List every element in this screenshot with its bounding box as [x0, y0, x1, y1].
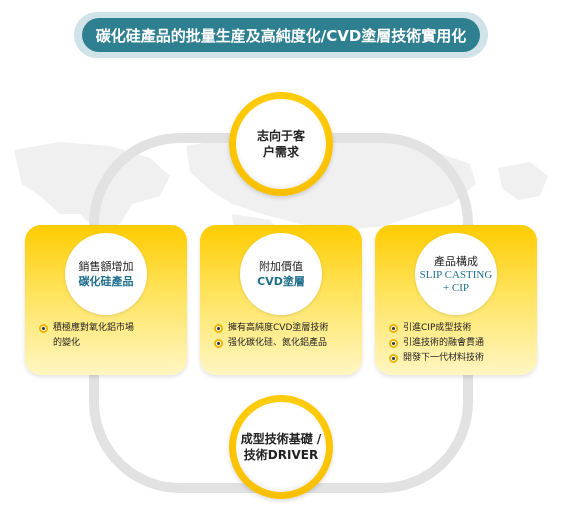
card-product-lineup-circle: 產品構成 SLIP CASTING + CIP	[415, 233, 497, 315]
bullet-icon	[389, 354, 398, 363]
bullet-icon	[214, 324, 223, 333]
title-banner-inner: 碳化硅產品的批量生産及高純度化/CVD塗層技術實用化	[82, 18, 480, 52]
technology-base-line2: 技術DRIVER	[243, 448, 319, 462]
card-product-lineup-title: 產品構成	[434, 254, 478, 268]
bullet-item: 積極應對氧化鋁市場	[39, 321, 181, 336]
bullet-text: 引進CIP成型技術	[403, 323, 472, 333]
bullet-icon	[39, 324, 48, 333]
technology-base-node: 成型技術基礎 / 技術DRIVER	[229, 395, 333, 499]
card-added-value-title: 附加價值	[259, 260, 303, 273]
bullet-icon	[214, 339, 223, 348]
customer-oriented-node-inner: 志向于客 户需求	[236, 99, 326, 189]
bullet-text: 擁有高純度CVD塗層技術	[228, 323, 329, 333]
bullet-icon	[389, 324, 398, 333]
title-banner: 碳化硅產品的批量生産及高純度化/CVD塗層技術實用化	[74, 12, 488, 58]
bullet-icon	[389, 339, 398, 348]
bullet-text: 强化碳化硅、氮化鋁產品	[228, 338, 328, 348]
bullet-text: 開發下一代材料技術	[403, 353, 485, 363]
card-added-value: 附加價值 CVD塗層 擁有高純度CVD塗層技術 强化碳化硅、氮化鋁產品	[200, 225, 362, 375]
bullet-item: 引進技術的融會貫通	[389, 336, 531, 351]
customer-oriented-line2: 户需求	[262, 145, 299, 159]
bullet-item: 開發下一代材料技術	[389, 351, 531, 366]
bullet-text: 積極應對氧化鋁市場	[53, 323, 135, 333]
customer-oriented-line1: 志向于客	[256, 129, 305, 143]
customer-oriented-node: 志向于客 户需求	[229, 92, 333, 196]
page-title: 碳化硅產品的批量生産及高純度化/CVD塗層技術實用化	[95, 26, 467, 45]
card-sales-increase-subtitle: 碳化硅產品	[78, 275, 134, 288]
bullet-item: 强化碳化硅、氮化鋁產品	[214, 336, 356, 351]
card-product-lineup-subtitle-line2: + CIP	[442, 281, 470, 294]
card-product-lineup: 產品構成 SLIP CASTING + CIP 引進CIP成型技術 引進技術的融…	[375, 225, 537, 375]
bullet-text: 的變化	[53, 338, 81, 348]
card-added-value-bullets: 擁有高純度CVD塗層技術 强化碳化硅、氮化鋁產品	[214, 321, 356, 351]
technology-base-node-inner: 成型技術基礎 / 技術DRIVER	[236, 402, 326, 492]
card-sales-increase-bullets: 積極應對氧化鋁市場 的變化	[39, 321, 181, 351]
card-product-lineup-subtitle-line1: SLIP CASTING	[419, 268, 493, 281]
card-sales-increase-title: 銷售額增加	[78, 260, 134, 273]
bullet-text: 引進技術的融會貫通	[403, 338, 485, 348]
card-added-value-subtitle: CVD塗層	[257, 275, 305, 288]
card-product-lineup-bullets: 引進CIP成型技術 引進技術的融會貫通 開發下一代材料技術	[389, 321, 531, 366]
card-added-value-circle: 附加價值 CVD塗層	[240, 233, 322, 315]
bullet-item: 引進CIP成型技術	[389, 321, 531, 336]
bullet-continuation: 的變化	[39, 336, 181, 351]
bullet-item: 擁有高純度CVD塗層技術	[214, 321, 356, 336]
technology-base-line1: 成型技術基礎 /	[240, 432, 322, 446]
card-sales-increase-circle: 銷售額增加 碳化硅產品	[65, 233, 147, 315]
card-sales-increase: 銷售額增加 碳化硅產品 積極應對氧化鋁市場 的變化	[25, 225, 187, 375]
